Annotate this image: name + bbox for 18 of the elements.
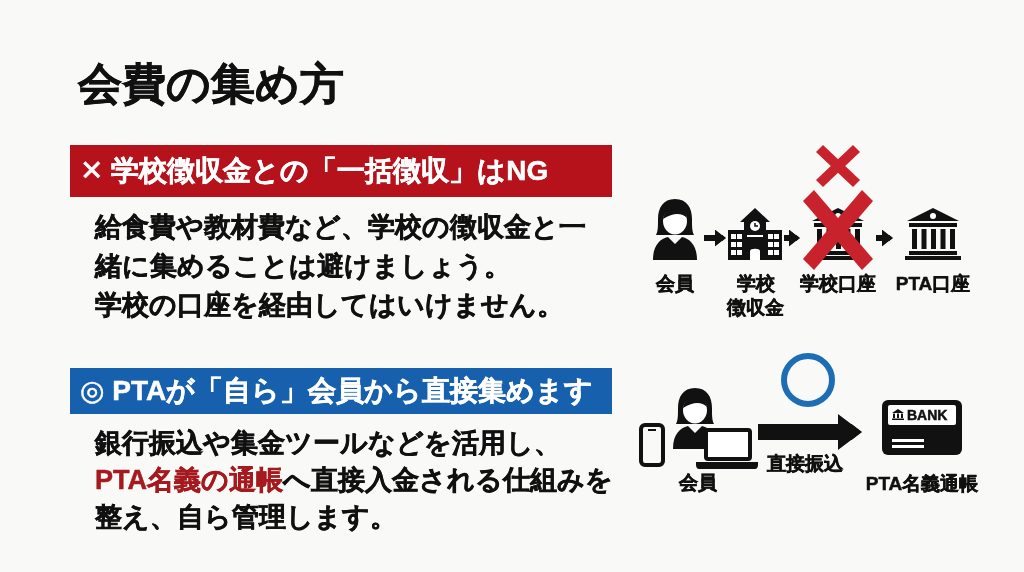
arrow xyxy=(758,414,862,450)
paragraph: 銀行振込や集金ツールなどを活用し、PTA名義の通帳へ直接入金される仕組みを整え、自ら管理します。 xyxy=(95,427,614,534)
arrow xyxy=(704,229,726,247)
node-label: 会員 xyxy=(678,471,718,495)
title: 会費の集め方 xyxy=(78,58,344,110)
paragraph: 学校の口座を経由してはいけません。 xyxy=(95,289,565,322)
arrow xyxy=(784,229,800,247)
node-label: 学校口座 xyxy=(800,272,876,296)
card-text: BANK xyxy=(907,406,948,425)
heading-bar: ◎ PTAが「自ら」会員から直接集めます xyxy=(70,368,612,414)
paragraph: 給食費や教材費など、学校の徴収金と一緒に集めることは避けましょう。 xyxy=(95,211,587,283)
arrow xyxy=(876,229,893,247)
node-label: 会員 xyxy=(655,272,695,296)
edge-label: 直接振込 xyxy=(766,452,844,476)
node-label: PTA口座 xyxy=(894,272,972,296)
node-label: 学校徴収金 xyxy=(726,272,784,320)
heading-bar: ✕ 学校徴収金との「一括徴収」はNG xyxy=(70,145,612,197)
node-label: PTA名義通帳 xyxy=(864,472,980,496)
